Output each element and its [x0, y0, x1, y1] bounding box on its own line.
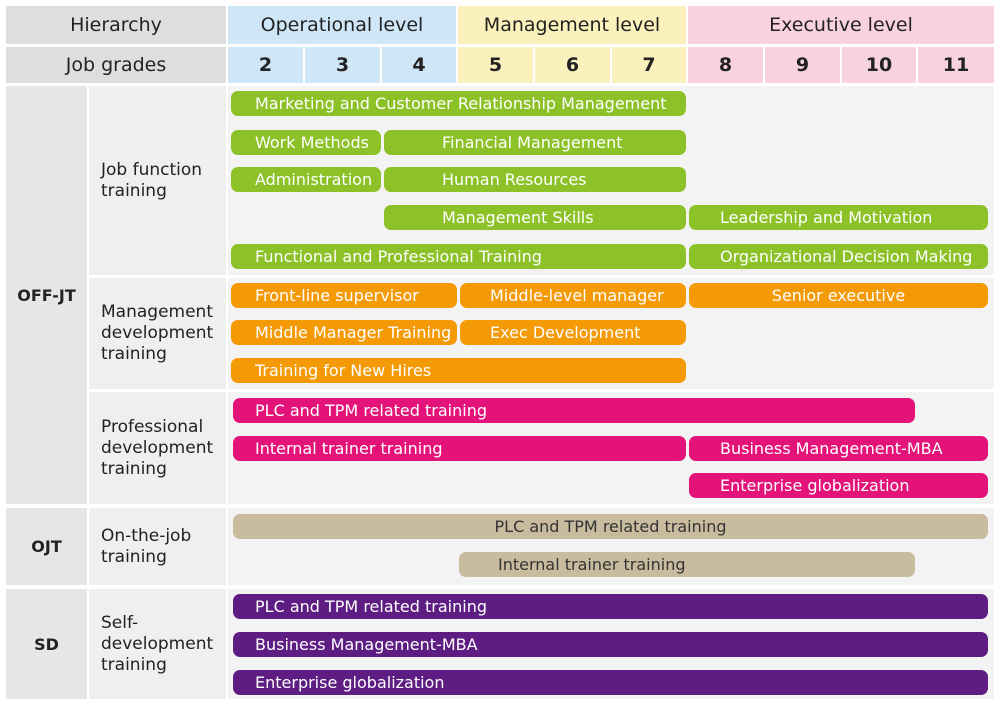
grade-4: 4 — [382, 47, 456, 83]
bar-label: Business Management-MBA — [720, 439, 943, 458]
category-sd: SD — [6, 589, 87, 699]
category-label: SD — [34, 634, 59, 654]
bar-label: Enterprise globalization — [255, 673, 445, 692]
grade-label: 11 — [942, 54, 970, 76]
training-bar: Administration — [231, 167, 381, 192]
management-level-header: Management level — [458, 6, 686, 44]
row-separator — [228, 275, 994, 278]
bar-label: Front-line supervisor — [255, 286, 419, 305]
row-separator — [228, 389, 994, 392]
operational-level-header: Operational level — [228, 6, 456, 44]
bar-label: Business Management-MBA — [255, 635, 478, 654]
grade-8: 8 — [688, 47, 763, 83]
training-bar: Leadership and Motivation — [689, 205, 988, 230]
hierarchy-label: Hierarchy — [70, 14, 162, 36]
grade-10: 10 — [842, 47, 916, 83]
grade-2: 2 — [228, 47, 303, 83]
training-bar: Enterprise globalization — [233, 670, 988, 695]
training-bar: Human Resources — [384, 167, 686, 192]
bar-label: Management Skills — [442, 208, 594, 227]
training-bar: Marketing and Customer Relationship Mana… — [231, 91, 686, 116]
subcategory-professional-development: Professional development training — [89, 392, 226, 504]
bar-label: Marketing and Customer Relationship Mana… — [255, 94, 667, 113]
bar-label: PLC and TPM related training — [255, 401, 487, 420]
executive-level-label: Executive level — [769, 14, 913, 36]
training-bar: Business Management-MBA — [233, 632, 988, 657]
hierarchy-header: Hierarchy — [6, 6, 226, 44]
job-grades-label: Job grades — [65, 54, 167, 76]
bar-label: Training for New Hires — [255, 361, 432, 380]
training-bar: Enterprise globalization — [689, 473, 988, 498]
training-bar: Exec Development — [460, 320, 686, 345]
grade-label: 8 — [718, 54, 733, 76]
training-bar: Front-line supervisor — [231, 283, 457, 308]
job-grades-header: Job grades — [6, 47, 226, 83]
training-bar: Business Management-MBA — [689, 436, 988, 461]
grade-label: 3 — [335, 54, 350, 76]
bar-label: Internal trainer training — [255, 439, 443, 458]
training-bar: PLC and TPM related training — [233, 514, 988, 539]
category-ojt: OJT — [6, 508, 87, 585]
bar-label: Exec Development — [490, 323, 641, 342]
grade-label: 6 — [565, 54, 580, 76]
training-bar: PLC and TPM related training — [233, 594, 988, 619]
training-bar: Financial Management — [384, 130, 686, 155]
bar-label: PLC and TPM related training — [494, 517, 727, 536]
grade-9: 9 — [765, 47, 840, 83]
grade-label: 9 — [795, 54, 810, 76]
grade-3: 3 — [305, 47, 380, 83]
category-off-jt: OFF-JT — [6, 86, 87, 504]
bar-label: Senior executive — [771, 286, 906, 305]
grade-label: 5 — [488, 54, 503, 76]
subcategory-job-function: Job function training — [89, 86, 226, 275]
grade-7: 7 — [612, 47, 686, 83]
bar-label: Internal trainer training — [498, 555, 686, 574]
grade-label: 7 — [642, 54, 656, 76]
training-bar: Organizational Decision Making — [689, 244, 988, 269]
category-label: OFF-JT — [17, 285, 76, 305]
grade-label: 4 — [412, 54, 426, 76]
subcategory-management-development: Management development training — [89, 278, 226, 389]
bar-label: Functional and Professional Training — [255, 247, 542, 266]
subcategory-label: Professional development training — [101, 416, 214, 479]
bar-label: PLC and TPM related training — [255, 597, 487, 616]
bar-label: Financial Management — [442, 133, 623, 152]
bar-label: Middle-level manager — [490, 286, 664, 305]
bar-label: Administration — [255, 170, 373, 189]
category-label: OJT — [31, 537, 62, 556]
training-bar: Training for New Hires — [231, 358, 686, 383]
training-bar: Work Methods — [231, 130, 381, 155]
grade-6: 6 — [535, 47, 610, 83]
grade-11: 11 — [918, 47, 994, 83]
grade-5: 5 — [458, 47, 533, 83]
bar-label: Leadership and Motivation — [720, 208, 933, 227]
bar-label: Organizational Decision Making — [720, 247, 973, 266]
training-bar: Functional and Professional Training — [231, 244, 686, 269]
training-bar: Internal trainer training — [459, 552, 915, 577]
training-bar: PLC and TPM related training — [233, 398, 915, 423]
executive-level-header: Executive level — [688, 6, 994, 44]
training-bar: Senior executive — [689, 283, 988, 308]
subcategory-on-the-job: On-the-job training — [89, 508, 226, 585]
subcategory-label: Job function training — [101, 159, 203, 201]
bar-label: Middle Manager Training — [255, 323, 452, 342]
training-bar: Middle-level manager — [460, 283, 686, 308]
bar-label: Work Methods — [255, 133, 369, 152]
training-bar: Middle Manager Training — [231, 320, 457, 345]
subcategory-self-development: Self- development training — [89, 589, 226, 699]
bar-label: Human Resources — [442, 170, 587, 189]
operational-level-label: Operational level — [260, 14, 424, 36]
bar-label: Enterprise globalization — [720, 476, 910, 495]
grade-label: 10 — [865, 54, 893, 76]
training-bar: Management Skills — [384, 205, 686, 230]
subcategory-label: Self- development training — [101, 612, 214, 675]
subcategory-label: Management development training — [101, 302, 214, 364]
training-bar: Internal trainer training — [233, 436, 686, 461]
management-level-label: Management level — [483, 14, 661, 36]
grade-label: 2 — [258, 54, 273, 76]
subcategory-label: On-the-job training — [101, 525, 192, 567]
